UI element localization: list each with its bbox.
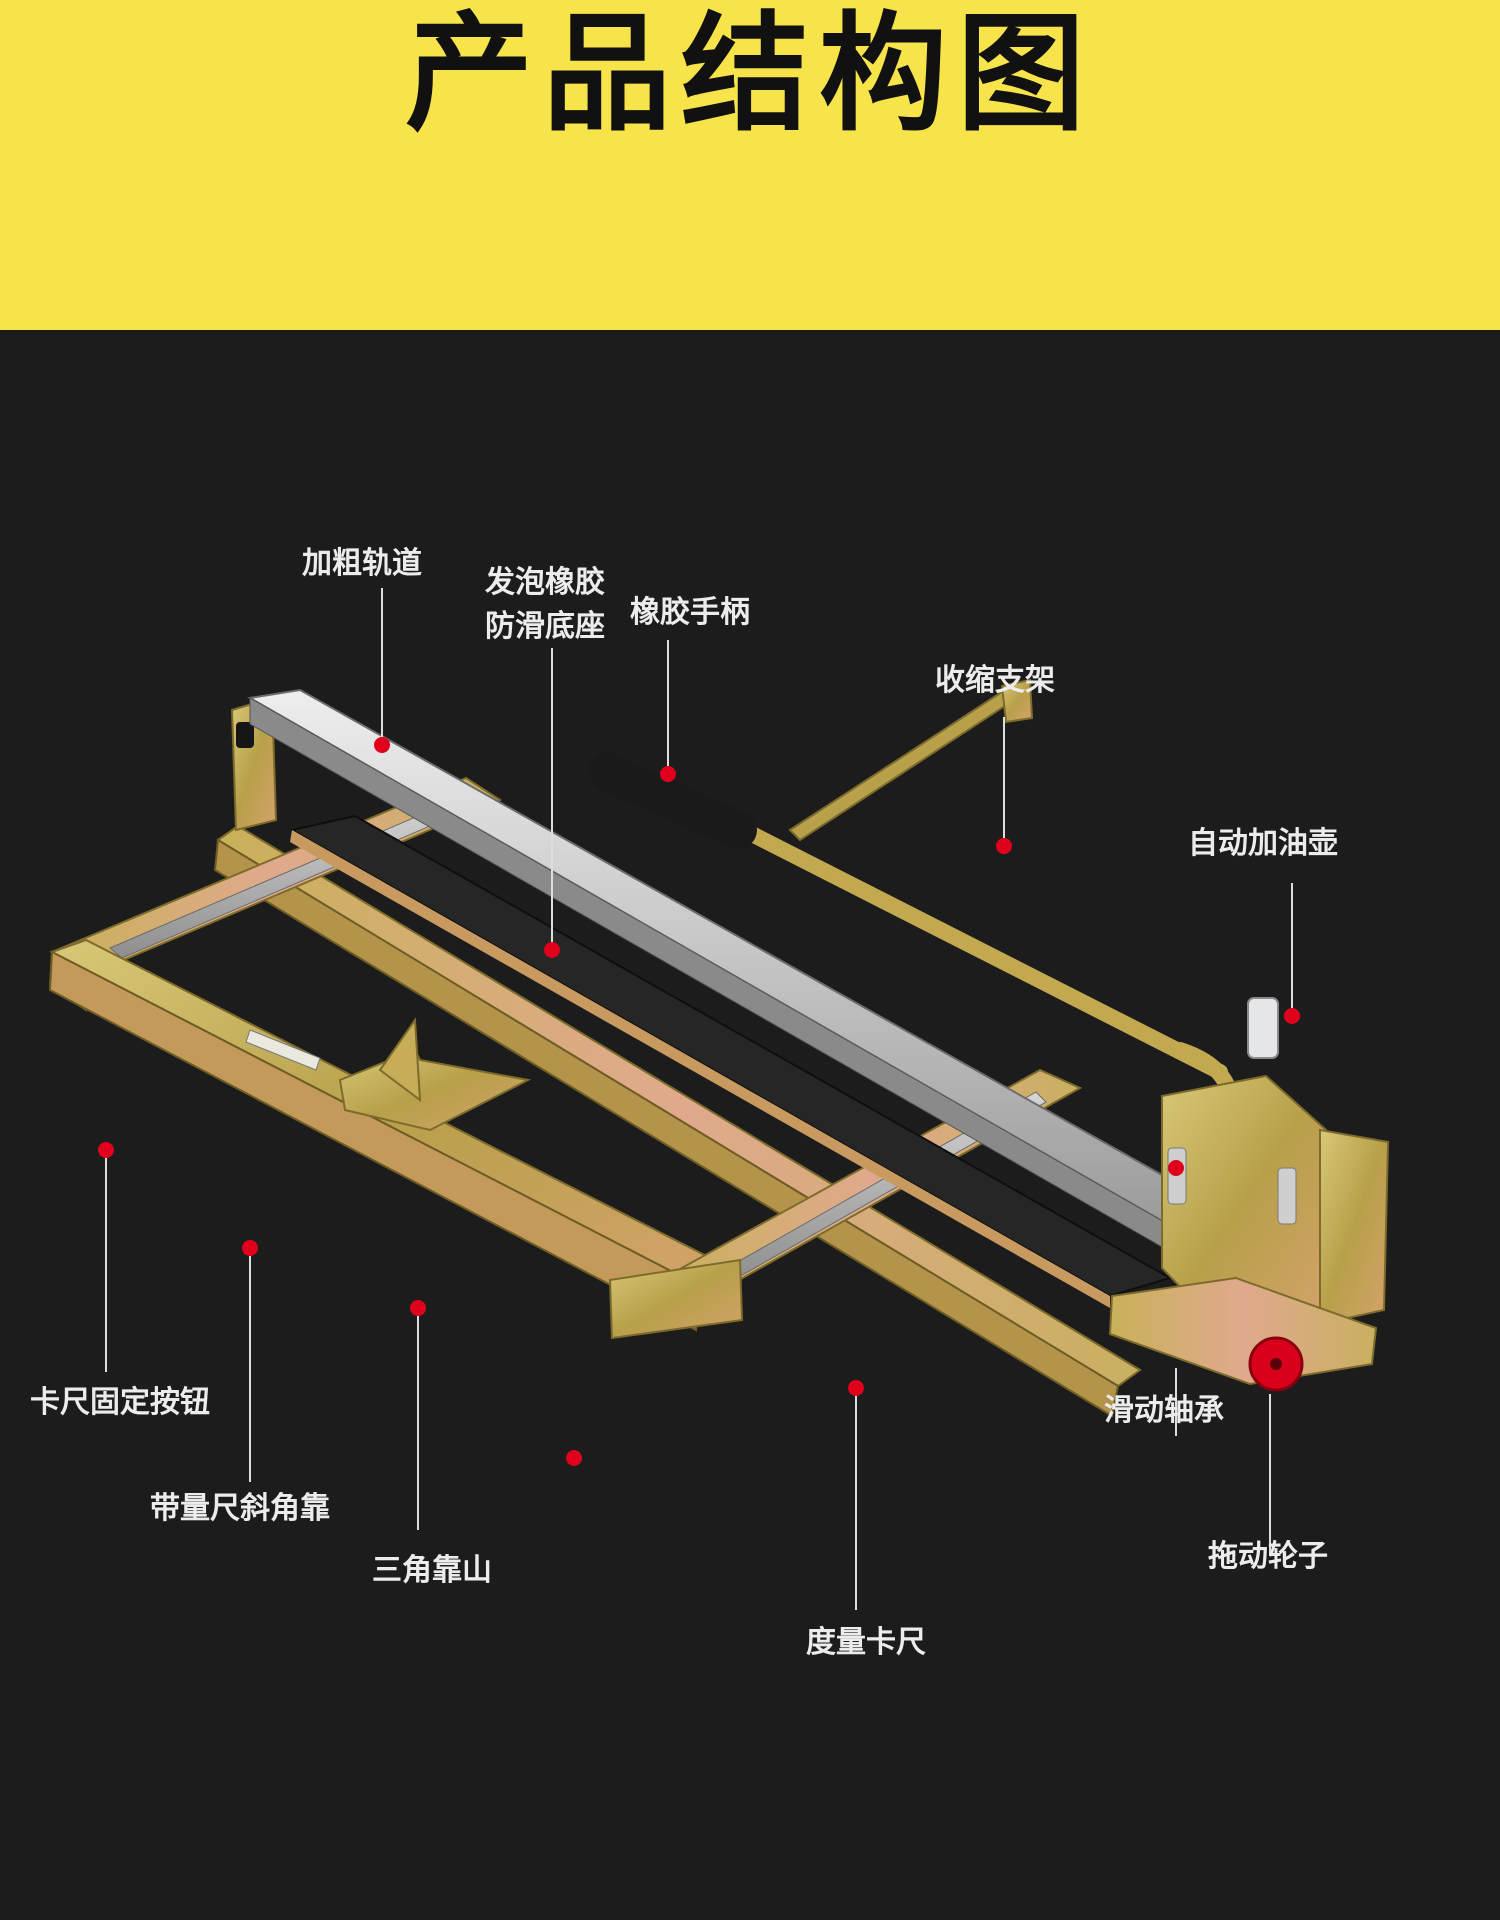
label-foam-base-line2: 防滑底座 (485, 609, 605, 644)
left-upright-knob (236, 722, 254, 748)
marker-thick-rail (374, 737, 390, 753)
marker-ruler-lock (98, 1142, 114, 1158)
drag-wheel-hub (1270, 1358, 1282, 1370)
front-caliper-ruler (245, 1029, 321, 1071)
front-caliper-bar-side (48, 950, 702, 1332)
bearing-roller-right (1277, 1167, 1297, 1225)
marker-foam-base (544, 942, 560, 958)
marker-angle-guide-2 (566, 1450, 582, 1466)
marker-angle-guide (242, 1240, 258, 1256)
label-sliding-bearing: 滑动轴承 (1104, 1393, 1224, 1428)
label-ruler-lock-button: 卡尺固定按钮 (30, 1385, 210, 1420)
marker-retract-stand (996, 838, 1012, 854)
label-foam-base-line1: 发泡橡胶 (485, 565, 605, 600)
foam-rubber-base-edge (290, 830, 1110, 1308)
label-measuring-caliper: 度量卡尺 (806, 1625, 926, 1660)
rubber-handle (589, 753, 757, 849)
marker-measuring-caliper (848, 1380, 864, 1396)
page-title: 产品结构图 (404, 0, 1095, 149)
retract-stand-foot (1000, 678, 1034, 724)
handle-bar (732, 820, 1228, 1080)
marker-sliding-bearing (1168, 1160, 1184, 1176)
marker-rubber-handle (660, 766, 676, 782)
label-thick-rail: 加粗轨道 (302, 546, 422, 581)
title-banner: 产品结构图 (0, 0, 1500, 330)
marker-triangle-stop (410, 1300, 426, 1316)
foam-rubber-base (289, 814, 1173, 1298)
label-drag-wheel: 拖动轮子 (1208, 1539, 1328, 1574)
oiler-body (1247, 997, 1279, 1059)
label-angle-guide-ruler: 带量尺斜角靠 (150, 1491, 330, 1526)
label-auto-oiler: 自动加油壶 (1188, 826, 1338, 861)
label-triangle-stop: 三角靠山 (372, 1553, 492, 1588)
tile-cutter-illustration (48, 588, 1390, 1610)
label-rubber-handle: 橡胶手柄 (630, 595, 750, 630)
callout-markers (98, 737, 1300, 1466)
retract-stand (788, 686, 1022, 842)
triangle-stop-fin (378, 1017, 422, 1103)
head-base-plate (1108, 1276, 1378, 1386)
side-bracket (1319, 1128, 1390, 1326)
sliding-bearing-roller (1167, 1147, 1187, 1205)
right-caliper-foot (608, 1258, 744, 1340)
marker-auto-oiler (1284, 1008, 1300, 1024)
leader-lines (105, 588, 1293, 1610)
label-retract-stand: 收缩支架 (935, 663, 1055, 698)
product-diagram: 加粗轨道 发泡橡胶 防滑底座 橡胶手柄 收缩支架 自动加油壶 卡尺固定按钮 带量… (0, 330, 1500, 1920)
